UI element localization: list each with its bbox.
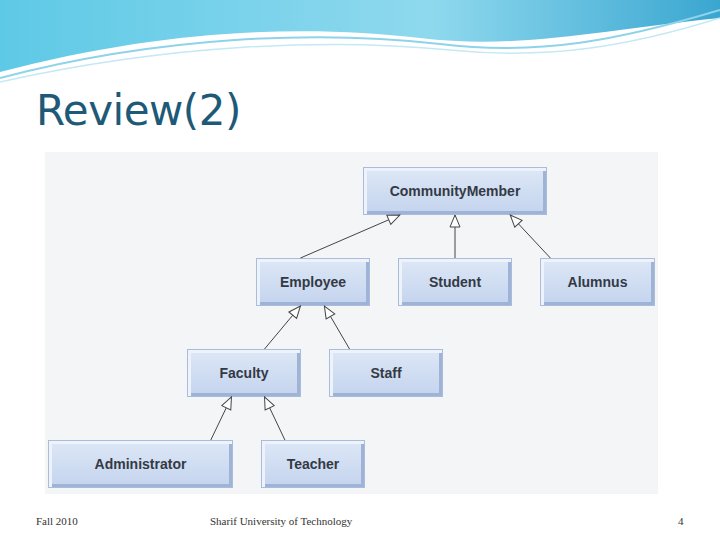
header-swoosh: [0, 18, 720, 82]
page-number: 4: [678, 515, 684, 527]
class-name: Administrator: [95, 456, 187, 472]
class-name: Faculty: [219, 365, 268, 381]
footer-text: Fall 2010: [36, 515, 78, 527]
inheritance-arrow: [455, 215, 456, 258]
class-name: Alumnus: [568, 274, 628, 290]
slide-title: Review(2): [36, 86, 241, 135]
class-name: Employee: [280, 274, 346, 290]
class-box: Employee: [256, 258, 370, 306]
inheritance-arrow: [324, 306, 349, 349]
class-box: Administrator: [48, 440, 233, 488]
class-box: Student: [398, 258, 512, 306]
class-name: Staff: [370, 365, 401, 381]
class-box: Staff: [329, 349, 443, 397]
inheritance-arrow: [510, 215, 550, 258]
inheritance-arrow: [300, 215, 399, 258]
class-box: Faculty: [187, 349, 301, 397]
class-name: Student: [429, 274, 481, 290]
inheritance-arrow: [265, 306, 301, 349]
class-name: CommunityMember: [390, 183, 521, 199]
header-waves: [0, 0, 720, 90]
inheritance-arrow: [211, 397, 232, 440]
class-box: CommunityMember: [363, 167, 547, 215]
inheritance-arrow: [265, 397, 285, 440]
class-name: Teacher: [287, 456, 340, 472]
class-box: Teacher: [261, 440, 365, 488]
footer-text: Sharif University of Technology: [210, 515, 352, 527]
class-box: Alumnus: [540, 258, 655, 306]
